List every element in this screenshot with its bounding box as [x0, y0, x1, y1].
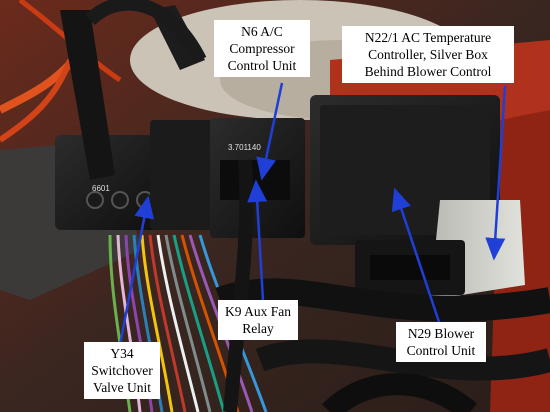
black-loom-1: [215, 278, 550, 322]
callout-n6-line-2: Compressor: [229, 41, 295, 56]
black-loom-3: [321, 373, 478, 412]
callout-n22-line-3: Behind Blower Control: [364, 64, 492, 79]
callout-k9: K9 Aux Fan Relay: [218, 300, 298, 340]
callout-y34: Y34 Switchover Valve Unit: [84, 342, 160, 399]
callout-n29: N29 Blower Control Unit: [396, 322, 486, 362]
callout-n29-line-1: N29 Blower: [407, 326, 475, 341]
black-loom-2: [255, 339, 550, 381]
callout-n22-line-1: N22/1 AC Temperature: [364, 30, 492, 45]
black-strap-left: [60, 10, 115, 180]
callout-n29-line-2: Control Unit: [406, 343, 476, 358]
callout-k9-line-2: Relay: [242, 321, 274, 336]
black-strap-arch: [85, 0, 207, 64]
callout-y34-line-3: Valve Unit: [92, 380, 152, 395]
callout-y34-line-1: Y34: [110, 346, 134, 361]
callout-y34-line-2: Switchover: [91, 363, 153, 378]
callout-n6: N6 A/C Compressor Control Unit: [214, 20, 310, 77]
orange-cable-2: [0, 58, 73, 143]
callout-n6-line-1: N6 A/C: [241, 24, 283, 39]
callout-k9-line-1: K9 Aux Fan: [224, 304, 291, 319]
box-label-left: 6601: [92, 184, 110, 193]
black-cable-center: [223, 159, 254, 412]
callout-n6-line-3: Control Unit: [227, 58, 297, 73]
callout-n22: N22/1 AC Temperature Controller, Silver …: [342, 26, 514, 83]
box-label-center: 3.701140: [228, 143, 261, 152]
callout-n22-line-2: Controller, Silver Box: [368, 47, 488, 62]
